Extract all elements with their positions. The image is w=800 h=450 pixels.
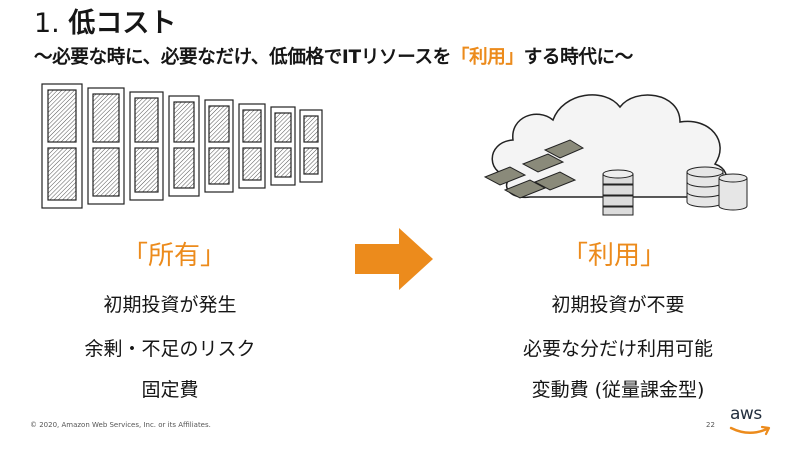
aws-logo-icon: aws — [729, 404, 773, 440]
heading-ownership: 「所有」 — [122, 241, 227, 271]
slide-subtitle: 〜必要な時に、必要なだけ、低価格でITリソースを「利用」する時代に〜 — [34, 46, 633, 70]
right-item-on-demand: 必要な分だけ利用可能 — [522, 338, 713, 360]
cloud-icon — [483, 94, 748, 216]
page-number: 22 — [706, 421, 715, 429]
subtitle-highlight: 「利用」 — [450, 47, 524, 68]
aws-logo-text: aws — [730, 404, 762, 424]
right-item-no-initial-cost: 初期投資が不要 — [551, 294, 685, 316]
title-number: 1. — [34, 8, 60, 39]
left-item-risk: 余剰・不足のリスク — [84, 338, 256, 360]
heading-usage: 「利用」 — [562, 241, 667, 271]
slide-title: 1. 低コスト — [34, 8, 176, 40]
right-item-variable-cost: 変動費 (従量課金型) — [531, 379, 705, 401]
left-item-fixed-cost: 固定費 — [141, 379, 199, 401]
subtitle-post: する時代に〜 — [523, 47, 634, 68]
title-main: 低コスト — [68, 8, 177, 39]
server-rack-icon — [41, 83, 323, 209]
arrow-right-icon — [355, 228, 433, 290]
left-item-initial-cost: 初期投資が発生 — [103, 294, 237, 316]
copyright-text: © 2020, Amazon Web Services, Inc. or its… — [30, 421, 211, 429]
subtitle-pre: 〜必要な時に、必要なだけ、低価格でITリソースを — [34, 47, 451, 68]
